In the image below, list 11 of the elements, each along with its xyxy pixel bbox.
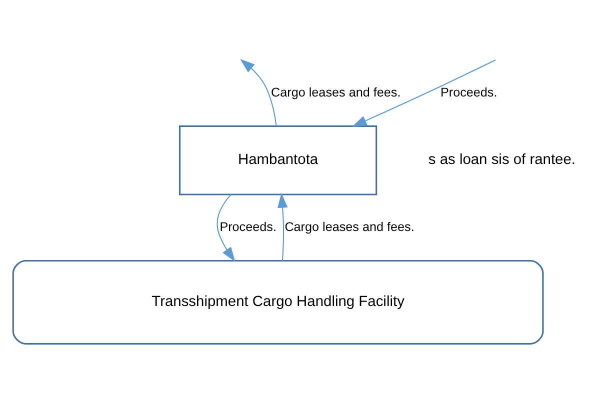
node-box: Transshipment Cargo Handling Facility (12, 259, 544, 344)
arrow (240, 58, 277, 126)
edge-label: Cargo leases and fees. (271, 84, 401, 99)
node-box: Hambantota (178, 124, 378, 195)
arrow (352, 59, 496, 126)
edge-label: Proceeds. (220, 219, 276, 234)
edge-label: Proceeds. (440, 84, 498, 99)
arrow (216, 194, 236, 262)
label: s as loan sis of rantee. (428, 152, 576, 168)
arrow (277, 192, 288, 260)
edge-label: Cargo leases and fees. (284, 219, 414, 234)
